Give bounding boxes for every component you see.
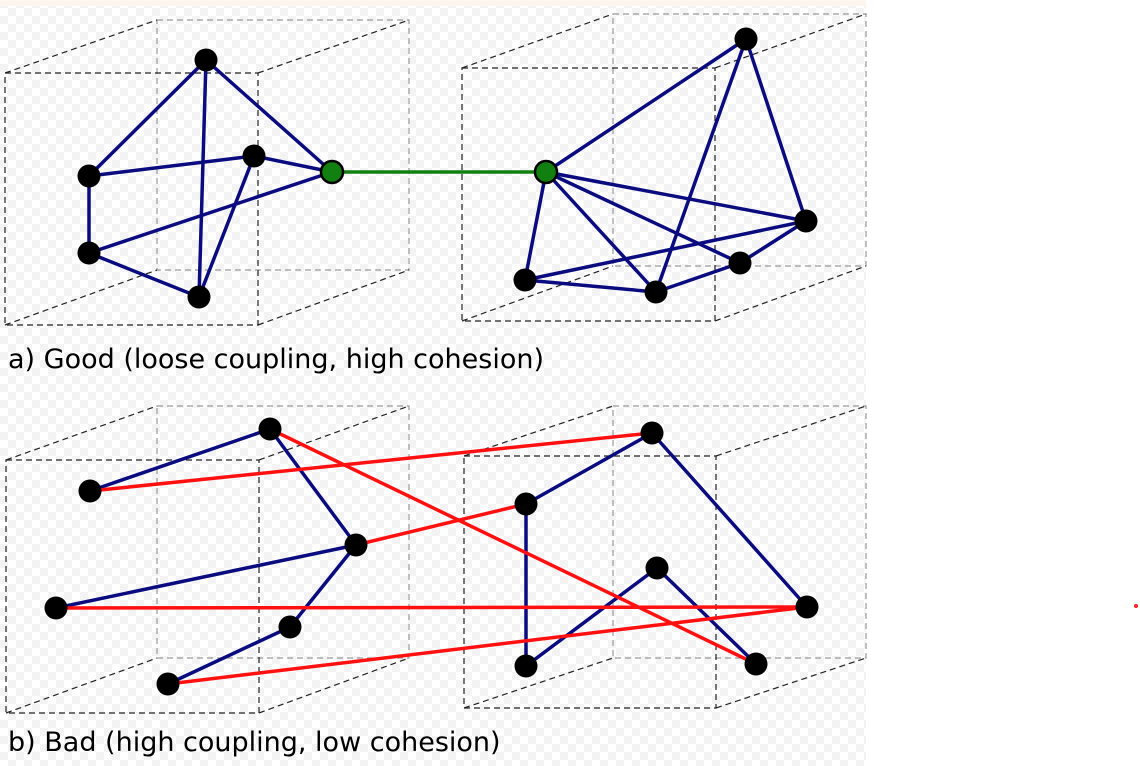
node — [78, 479, 102, 503]
node — [514, 492, 538, 516]
node — [728, 251, 752, 275]
stray-dot — [1134, 604, 1138, 608]
edges-b-internal — [54, 427, 809, 686]
coupling-edges-bad — [54, 427, 809, 686]
node — [514, 654, 538, 678]
interface-node-left — [319, 159, 345, 185]
nodes-b — [44, 417, 819, 696]
node — [258, 417, 282, 441]
edges-a-left — [87, 58, 334, 299]
node — [734, 27, 758, 51]
edges-a-right — [523, 37, 808, 294]
node — [513, 268, 537, 292]
node — [794, 209, 818, 233]
node — [156, 672, 180, 696]
top-strip — [0, 0, 866, 6]
nodes-a — [77, 27, 818, 309]
checker-background — [0, 0, 866, 766]
node — [77, 241, 101, 265]
node — [242, 144, 266, 168]
caption-bad: b) Bad (high coupling, low cohesion) — [8, 727, 501, 758]
interface-node-right — [533, 159, 559, 185]
node — [640, 421, 664, 445]
caption-good: a) Good (loose coupling, high cohesion) — [8, 344, 544, 375]
node — [645, 556, 669, 580]
node — [744, 652, 768, 676]
module-box-b-right — [463, 405, 867, 709]
node — [187, 285, 211, 309]
node — [44, 596, 68, 620]
node — [344, 533, 368, 557]
node — [194, 48, 218, 72]
module-box-b-left — [5, 405, 410, 714]
node — [77, 164, 101, 188]
node — [644, 280, 668, 304]
module-box-a-left — [4, 19, 410, 326]
node — [795, 595, 819, 619]
node — [278, 615, 302, 639]
